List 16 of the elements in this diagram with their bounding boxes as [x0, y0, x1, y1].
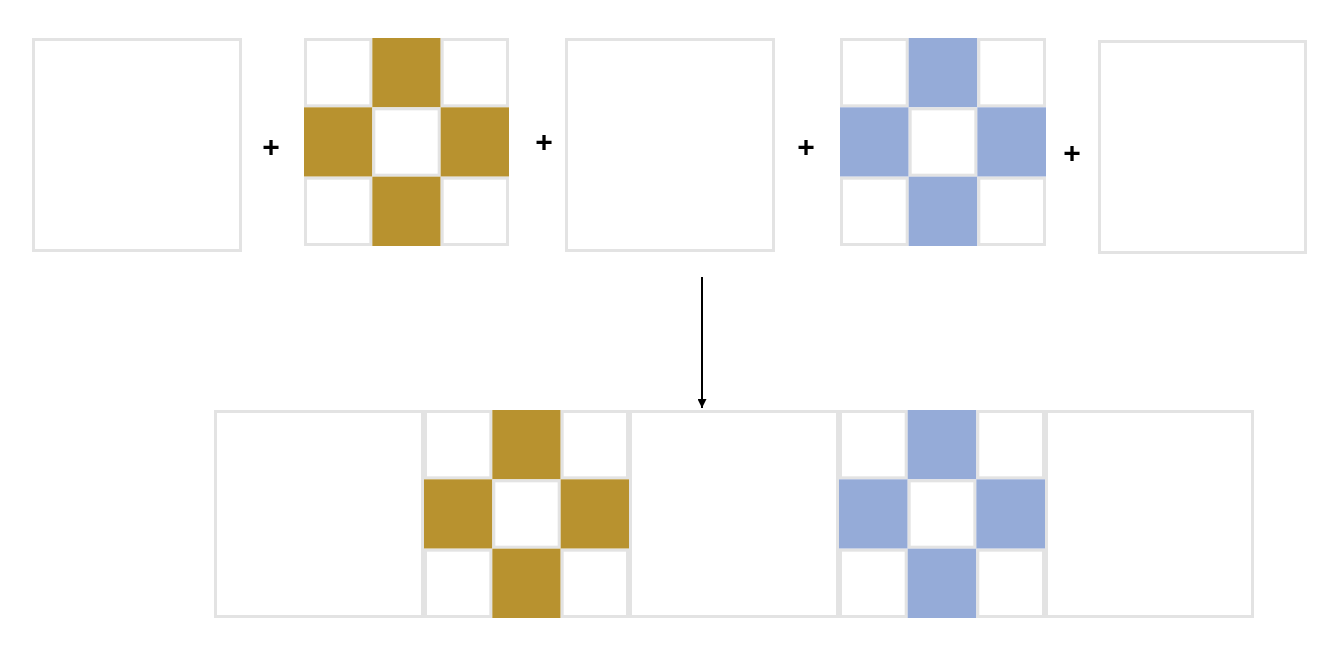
empty-tile [32, 38, 242, 252]
empty-tile [214, 410, 424, 618]
empty-tile [1045, 410, 1254, 618]
cross-pattern-tile [840, 38, 1046, 246]
plus-sign: + [535, 127, 553, 157]
plus-sign: + [262, 132, 280, 162]
empty-tile [629, 410, 839, 618]
cross-pattern-tile [424, 410, 629, 618]
cross-pattern-tile [839, 410, 1045, 618]
arrow [697, 276, 707, 409]
plus-sign: + [797, 132, 815, 162]
cross-pattern-tile [304, 38, 509, 246]
tile-strip [214, 410, 1254, 618]
empty-tile [1098, 40, 1307, 254]
plus-sign: + [1063, 138, 1081, 168]
empty-tile [565, 38, 775, 252]
